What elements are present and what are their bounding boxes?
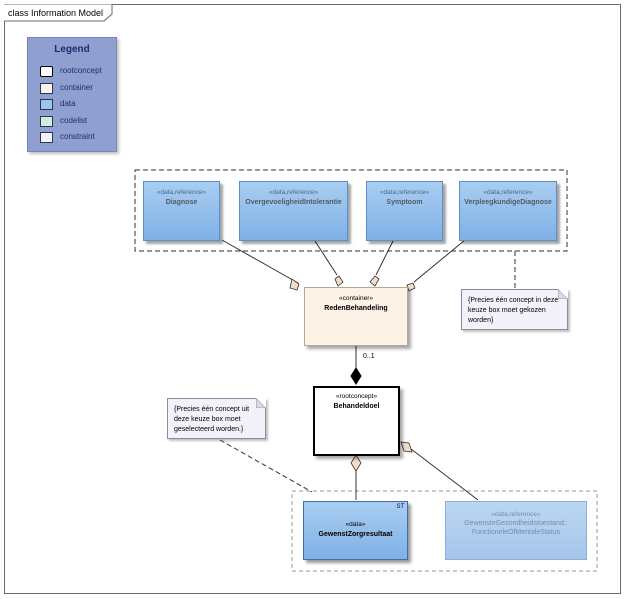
legend-swatch — [40, 132, 53, 143]
legend-swatch — [40, 116, 53, 127]
st-tag: ST — [396, 504, 404, 510]
legend-swatch — [40, 99, 53, 110]
diagram-title: class Information Model — [8, 8, 104, 18]
class-gewenst-zorgresultaat[interactable]: ST «data» GewenstZorgresultaat — [303, 501, 408, 560]
legend-label: data — [60, 99, 76, 108]
frame-tab — [4, 4, 113, 22]
association-overgevoeligheid — [314, 240, 338, 276]
stereotype-label: «data,reference» — [268, 189, 319, 196]
aggregation-diamond — [334, 275, 344, 287]
stereotype-label: «data» — [345, 521, 366, 528]
multiplicity-label: 0..1 — [363, 353, 375, 360]
class-diagnose[interactable]: «data,reference» Diagnose — [143, 181, 220, 241]
note-line: keuze box moet gekozen — [468, 307, 546, 314]
note-line: geselecteerd worden.} — [174, 426, 244, 433]
class-symptoom[interactable]: «data,reference» Symptoom — [366, 181, 443, 241]
class-overgevoeligheid-intolerantie[interactable]: «data,reference» OvergevoeligheidIntoler… — [239, 181, 348, 241]
class-name: VerpleegkundigeDiagnose — [464, 199, 552, 206]
constraint-note-right[interactable]: {Precies één concept in deze keuze box m… — [461, 289, 568, 330]
association-diagnose — [221, 239, 299, 284]
composition-diamond — [350, 367, 362, 385]
legend-label: container — [60, 83, 93, 92]
stereotype-label: «data,reference» — [483, 189, 533, 196]
class-functionele-of-mentale-status[interactable]: «data,reference» GewensteGezondheidstoes… — [445, 501, 587, 560]
stereotype-label: «data,reference» — [156, 189, 207, 196]
stereotype-label: «data,reference» — [379, 189, 430, 196]
note-fold-icon — [558, 289, 568, 299]
note-line: {Precies één concept uit — [174, 406, 250, 413]
class-verpleegkundige-diagnose[interactable]: «data,reference» VerpleegkundigeDiagnose — [459, 181, 557, 241]
aggregation-diamond — [289, 278, 300, 291]
association-verpleegkundige — [413, 239, 466, 283]
class-name: Symptoom — [386, 199, 423, 206]
note-line: {Precies één concept in deze — [468, 297, 559, 304]
legend-label: constraint — [60, 132, 95, 141]
legend-title: Legend — [54, 44, 90, 55]
class-name: GewensteGezondheidstoestand:: — [464, 520, 568, 527]
class-name: Behandeldoel — [333, 403, 380, 410]
stereotype-label: «data,reference» — [491, 511, 541, 518]
class-name: Diagnose — [165, 199, 198, 206]
class-name: FunctioneleOfMentaleStatus — [471, 529, 561, 536]
legend[interactable]: Legend rootconcept container data codeli… — [27, 37, 117, 152]
aggregation-diamond — [400, 441, 413, 453]
class-name: RedenBehandeling — [324, 305, 388, 312]
legend-label: codelist — [60, 116, 88, 125]
aggregation-diamond — [350, 454, 362, 472]
stereotype-label: «rootconcept» — [335, 393, 378, 400]
stereotype-label: «container» — [339, 295, 373, 302]
choice-boundary-bottom — [291, 490, 598, 572]
note-line: deze keuze box moet — [174, 416, 241, 423]
association-functionele — [410, 448, 479, 501]
choice-boundary-top — [134, 169, 568, 252]
class-behandeldoel[interactable]: «rootconcept» Behandeldoel — [313, 386, 400, 456]
note-line: worden} — [468, 317, 494, 324]
legend-swatch — [40, 83, 53, 94]
association-symptoom — [375, 240, 394, 276]
legend-label: rootconcept — [60, 66, 102, 75]
aggregation-diamond — [406, 282, 416, 292]
note-link-left — [219, 439, 313, 493]
constraint-note-left[interactable]: {Precies één concept uit deze keuze box … — [167, 398, 266, 439]
class-reden-behandeling[interactable]: «container» RedenBehandeling — [304, 287, 408, 346]
aggregation-diamond — [369, 275, 380, 287]
class-name: GewenstZorgresultaat — [318, 531, 393, 538]
note-fold-icon — [256, 398, 266, 408]
legend-swatch — [40, 66, 53, 77]
class-name: OvergevoeligheidIntolerantie — [245, 199, 342, 206]
